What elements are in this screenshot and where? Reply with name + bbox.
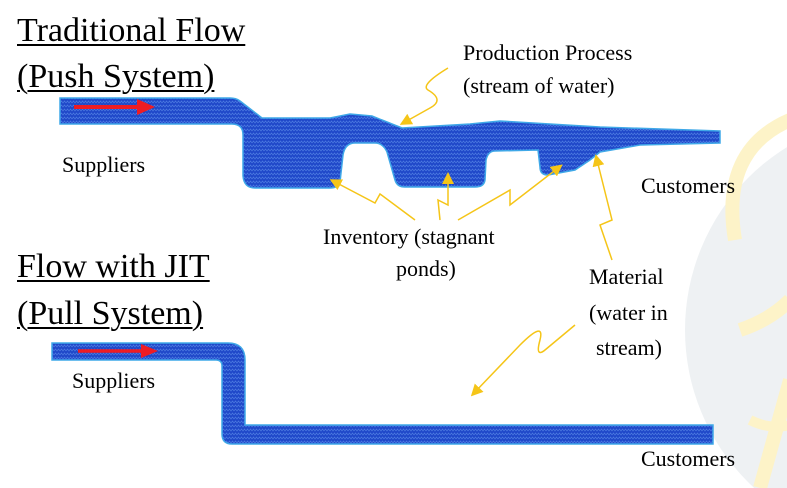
material-callout-arrow-1 (592, 154, 613, 261)
inventory-label-line2: ponds) (396, 256, 456, 281)
background-swoosh (753, 378, 787, 488)
production-process-label-line1: Production Process (463, 40, 633, 65)
inventory-label-line1: Inventory (stagnant (323, 224, 495, 249)
push-customers-label: Customers (641, 173, 736, 198)
production-process-callout-arrow (399, 67, 449, 125)
pull-heading-line2: (Pull System) (17, 295, 204, 332)
production-process-label-line2: (stream of water) (463, 73, 615, 98)
material-label-line2: (water in (589, 300, 668, 325)
inventory-callout-arrow-3 (457, 164, 563, 221)
pull-suppliers-label: Suppliers (72, 368, 156, 393)
material-label-line1: Material (589, 264, 664, 289)
material-label-line3: stream) (596, 335, 662, 360)
push-heading-line2: (Push System) (17, 58, 215, 95)
push-heading-line1: Traditional Flow (17, 12, 246, 49)
pull-stream (51, 342, 714, 445)
pull-customers-label: Customers (641, 446, 736, 471)
push-stream (59, 97, 721, 189)
right-arrow-icon (74, 99, 155, 115)
push-suppliers-label: Suppliers (62, 152, 146, 177)
background-globe (685, 147, 787, 488)
pull-heading-line1: Flow with JIT (17, 248, 210, 285)
right-arrow-icon (78, 344, 158, 358)
inventory-callout-arrow-1 (329, 179, 416, 221)
inventory-callout-arrow-2 (437, 172, 454, 221)
material-callout-arrow-2 (470, 324, 576, 397)
background-swoosh (725, 113, 787, 242)
